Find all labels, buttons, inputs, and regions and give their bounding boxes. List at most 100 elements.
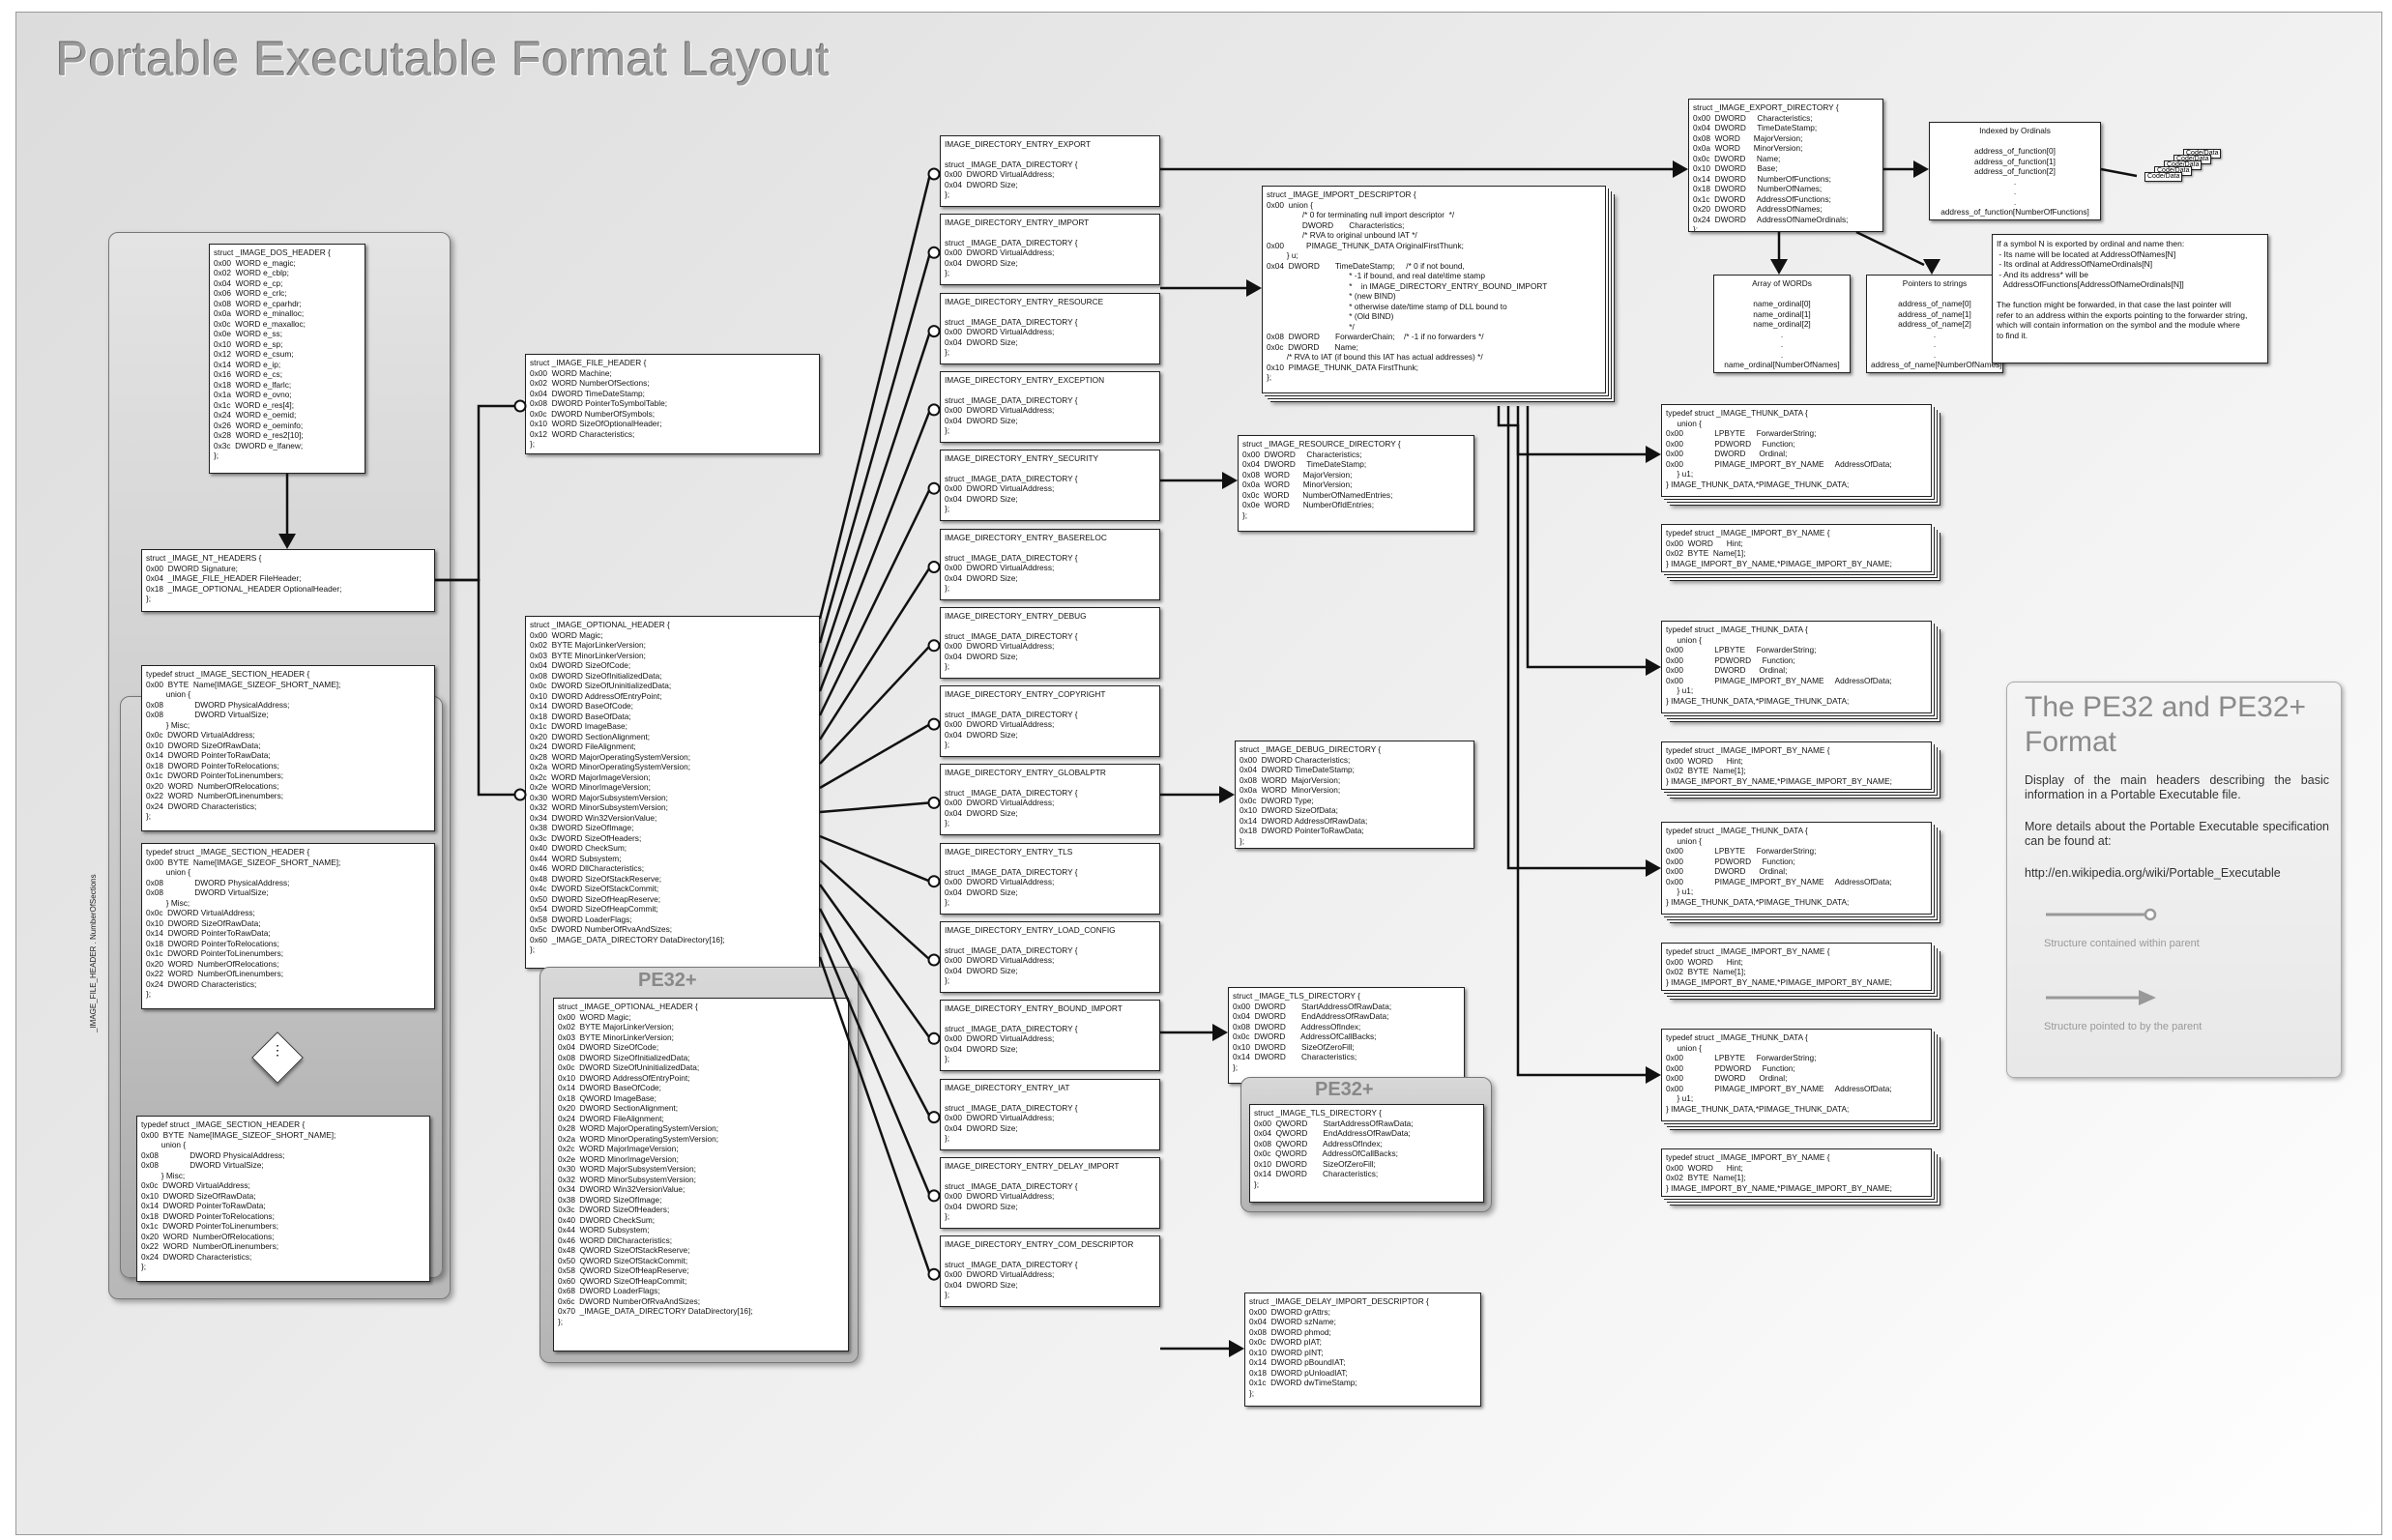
data-directory-name: IMAGE_DIRECTORY_ENTRY_IAT [945, 1083, 1070, 1092]
directory-ring [927, 796, 941, 809]
directory-ring [927, 875, 941, 888]
functions-arrow [1913, 160, 1929, 178]
tls-arrow [1212, 1024, 1228, 1041]
export-arrow [1673, 160, 1688, 178]
legend-description: Display of the main headers describing t… [2025, 773, 2329, 801]
data-directory-body: struct _IMAGE_DATA_DIRECTORY { 0x00 DWOR… [945, 1023, 1078, 1064]
ordinals-arrow [1770, 259, 1788, 275]
data-directory-body: struct _IMAGE_DATA_DIRECTORY { 0x00 DWOR… [945, 394, 1078, 436]
optional-header-ring [513, 788, 527, 801]
debug-arrow [1219, 786, 1235, 803]
data-directory-body: struct _IMAGE_DATA_DIRECTORY { 0x00 DWOR… [945, 1259, 1078, 1300]
data-directory-name: IMAGE_DIRECTORY_ENTRY_LOAD_CONFIG [945, 925, 1116, 935]
directory-fan-line [819, 644, 931, 765]
dos-header-box: struct _IMAGE_DOS_HEADER { 0x00 WORD e_m… [209, 244, 365, 474]
resource-directory-box: struct _IMAGE_RESOURCE_DIRECTORY { 0x00 … [1238, 435, 1474, 532]
directory-fan-line [818, 487, 932, 716]
data-directory-name: IMAGE_DIRECTORY_ENTRY_EXCEPTION [945, 375, 1105, 385]
import-to-thunk-4 [1516, 406, 1651, 1077]
directory-ring [927, 639, 941, 653]
data-directory-body: struct _IMAGE_DATA_DIRECTORY { 0x00 DWOR… [945, 1102, 1078, 1144]
directory-ring [927, 1267, 941, 1281]
data-directory-name: IMAGE_DIRECTORY_ENTRY_SECURITY [945, 453, 1099, 463]
data-directory-name: IMAGE_DIRECTORY_ENTRY_BASERELOC [945, 533, 1107, 542]
directory-fan-line [819, 859, 931, 961]
import-to-thunk-2 [1526, 406, 1651, 669]
legend-panel: The PE32 and PE32+ Format Display of the… [2006, 682, 2342, 1078]
data-directory-name: IMAGE_DIRECTORY_ENTRY_COPYRIGHT [945, 689, 1106, 699]
names-array-box: Pointers to strings address_of_name[0] a… [1866, 275, 2003, 373]
directory-ring [927, 167, 941, 181]
data-directory-name: IMAGE_DIRECTORY_ENTRY_BOUND_IMPORT [945, 1003, 1123, 1013]
export-note: If a symbol N is exported by ordinal and… [1992, 234, 2268, 363]
tls-pe32plus-label: PE32+ [1315, 1079, 1374, 1100]
directory-ring [927, 481, 941, 495]
import-by-name-box-3: typedef struct _IMAGE_IMPORT_BY_NAME { 0… [1661, 943, 1932, 991]
directory-fan-line [818, 409, 932, 692]
delay-import-box: struct _IMAGE_DELAY_IMPORT_DESCRIPTOR { … [1244, 1293, 1481, 1407]
directory-fan-line [818, 566, 932, 741]
thunk-arrow-4 [1646, 1066, 1661, 1084]
data-directory-body: struct _IMAGE_DATA_DIRECTORY { 0x00 DWOR… [945, 316, 1078, 358]
import-to-thunk-1 [1497, 406, 1651, 456]
tls-directory-box: struct _IMAGE_TLS_DIRECTORY { 0x00 DWORD… [1228, 987, 1465, 1084]
directory-fan-line [818, 884, 932, 1040]
nt-to-file-line [435, 404, 520, 582]
pointed-arrow-icon [2046, 990, 2156, 1005]
debug-directory-box: struct _IMAGE_DEBUG_DIRECTORY { 0x00 DWO… [1235, 741, 1474, 849]
optional-header64-box: struct _IMAGE_OPTIONAL_HEADER { 0x00 WOR… [553, 998, 849, 1351]
file-header-ring [513, 399, 527, 413]
names-arrow [1923, 259, 1940, 275]
tls-directory64-box: struct _IMAGE_TLS_DIRECTORY { 0x00 QWORD… [1249, 1104, 1484, 1203]
delay-arrow [1229, 1340, 1244, 1357]
contained-line-icon [2046, 908, 2157, 921]
directory-fan-line [818, 173, 932, 620]
legend-url-link[interactable]: http://en.wikipedia.org/wiki/Portable_Ex… [2025, 866, 2281, 880]
directory-ring [927, 1189, 941, 1203]
directory-ring [927, 1111, 941, 1124]
directory-fan-line [819, 834, 931, 883]
thunk-data-box-2: typedef struct _IMAGE_THUNK_DATA { union… [1661, 621, 1932, 713]
section-header-box-2: typedef struct _IMAGE_SECTION_HEADER { 0… [141, 843, 435, 1009]
data-directory-name: IMAGE_DIRECTORY_ENTRY_EXPORT [945, 139, 1092, 149]
import-arrow [1246, 279, 1262, 297]
directory-fan-line [818, 956, 932, 1275]
code-data-tag-5: Code/Data [2144, 172, 2183, 182]
directory-ring [927, 953, 941, 967]
import-by-name-box-4: typedef struct _IMAGE_IMPORT_BY_NAME { 0… [1661, 1148, 1932, 1197]
legend-title: The PE32 and PE32+ Format [2025, 691, 2307, 758]
directory-fan-line [818, 908, 932, 1119]
data-directory-body: struct _IMAGE_DATA_DIRECTORY { 0x00 DWOR… [945, 944, 1078, 986]
import-descriptor-box: struct _IMAGE_IMPORT_DESCRIPTOR { 0x00 u… [1262, 186, 1606, 393]
data-directory-body: struct _IMAGE_DATA_DIRECTORY { 0x00 DWOR… [945, 709, 1078, 750]
pe32plus-label: PE32+ [638, 970, 697, 991]
data-directory-body: struct _IMAGE_DATA_DIRECTORY { 0x00 DWOR… [945, 473, 1078, 514]
thunk-data-box-4: typedef struct _IMAGE_THUNK_DATA { union… [1661, 1029, 1932, 1121]
thunk-data-box-3: typedef struct _IMAGE_THUNK_DATA { union… [1661, 822, 1932, 915]
thunk-arrow-3 [1646, 859, 1661, 877]
data-directory-name: IMAGE_DIRECTORY_ENTRY_GLOBALPTR [945, 768, 1106, 777]
directory-ring [927, 1032, 941, 1045]
import-by-name-box-2: typedef struct _IMAGE_IMPORT_BY_NAME { 0… [1661, 741, 1932, 790]
file-header-box: struct _IMAGE_FILE_HEADER { 0x00 WORD Ma… [525, 354, 820, 454]
code-data-line [2100, 167, 2138, 178]
directory-ring [927, 325, 941, 338]
legend-pointed-caption: Structure pointed to by the parent [2044, 1021, 2202, 1032]
data-directory-body: struct _IMAGE_DATA_DIRECTORY { 0x00 DWOR… [945, 552, 1078, 594]
directory-fan-line [818, 932, 932, 1197]
data-directory-name: IMAGE_DIRECTORY_ENTRY_DELAY_IMPORT [945, 1161, 1120, 1171]
thunk-arrow-2 [1646, 658, 1661, 676]
